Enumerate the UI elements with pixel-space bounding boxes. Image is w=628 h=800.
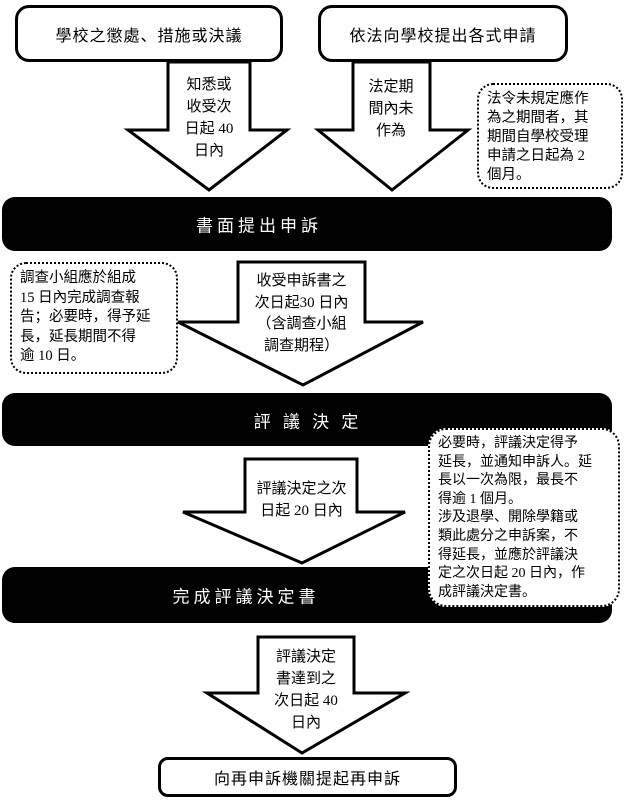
down-arrow-3-shape [177,260,424,387]
down-arrow-4-label: 評議決定之次 日起 20 日內 [256,481,347,519]
down-arrow-1-shape [123,60,292,192]
stage-bar-written-appeal-label: 書面提出申訴 [196,216,322,236]
stage-bar-decision-document-label: 完成評議決定書 [172,587,320,607]
stage-bar-written-appeal: 書面提出申訴 [2,197,612,251]
down-arrow-5-label: 評議決定 書達到之 次日起 40 日內 [274,649,338,731]
down-arrow-3-label: 收受申訴書之 次日起30 日內 （含調查小組 調查期程） [254,273,349,354]
note-statutory-period: 法令未規定應作 為之期間者，其 期間自學校受理 申請之日起為 2 個月。 [477,83,623,189]
down-arrow-4-shape [182,457,406,565]
start-box-school-application: 依法向學校提出各式申請 [318,5,568,62]
note-extension-rules: 必要時，評議決定得予 延長，並通知申訴人。延 長以一次為限，最長不 得逾 1 個… [428,428,620,607]
start-box-school-application-label: 依法向學校提出各式申請 [349,27,537,45]
stage-bar-deliberation-label: 評 議 決 定 [253,412,363,431]
down-arrow-1-label: 知悉或 收受次 日起 40 日內 [184,77,234,159]
down-arrow-2-shape [313,60,473,192]
start-box-school-discipline: 學校之懲處、措施或決議 [15,5,283,62]
end-box-re-appeal-label: 向再申訴機關提起再申訴 [213,771,401,788]
down-arrow-5-shape [202,635,410,755]
end-box-re-appeal: 向再申訴機關提起再申訴 [158,757,457,797]
down-arrow-2-label: 法定期 間內未 作為 [368,79,414,139]
start-box-school-discipline-label: 學校之懲處、措施或決議 [55,27,243,45]
note-investigation-team: 調查小組應於組成 15 日內完成調查報 告；必要時，得予延 長，延長期間不得 逾… [10,262,178,374]
